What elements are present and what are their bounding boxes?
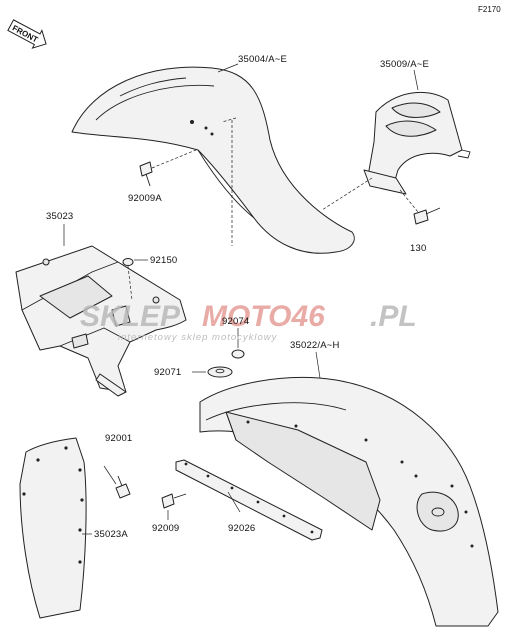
bolt-92009[interactable] [161,493,187,509]
watermark-brand-grey: SKLEP [80,300,181,333]
watermark-brand-red: MOTO46 [202,300,325,333]
leader-line [103,465,117,485]
label-35009[interactable]: 35009/A~E [380,59,429,70]
label-35022[interactable]: 35022/A~H [290,340,340,351]
fender-mount-hole [294,424,298,428]
fender-mount-hole [400,460,404,464]
washer-92071[interactable] [207,366,233,378]
leader-line [315,351,321,379]
label-92150[interactable]: 92150 [150,255,177,266]
mount-grommet [42,258,50,266]
strap-92026[interactable] [175,459,323,541]
label-92009[interactable]: 92009 [152,523,179,534]
label-92001[interactable]: 92001 [105,433,132,444]
label-35004[interactable]: 35004/A~E [238,54,287,65]
nut-92150[interactable] [122,258,134,301]
bolt-92009A[interactable] [139,161,153,187]
grommet-92074[interactable] [231,349,245,359]
label-92009A[interactable]: 92009A [128,193,162,204]
front-fender-axis-line [221,117,237,123]
label-35023A[interactable]: 35023A [94,529,128,540]
front-fender-35004[interactable] [71,66,355,254]
fender-bracket-35009[interactable] [363,91,471,195]
watermark-domain: .PL [370,300,417,333]
mud-flap-35023A[interactable] [19,437,87,619]
fender-mount-hole [190,120,194,124]
label-92074[interactable]: 92074 [222,316,249,327]
mount-grommet [152,296,160,304]
leader-line [227,491,241,513]
label-92071[interactable]: 92071 [154,367,181,378]
figure-code: F2170 [478,5,501,14]
bolt-axis-line [151,149,197,169]
fender-mount-hole [210,132,214,136]
bolt-92001[interactable] [115,475,131,499]
label-130[interactable]: 130 [410,243,426,254]
bracket-axis-line [321,177,373,211]
rear-fender-35022[interactable] [199,377,499,627]
rear-inner-fender-35023[interactable] [15,245,187,397]
leader-line [413,69,419,91]
fender-mount-hole [246,420,250,424]
watermark-subtitle: internetowy sklep motocyklowy [118,332,278,343]
watermark: SKLEP MOTO46 .PL internetowy sklep motoc… [80,300,417,343]
fender-mount-hole [450,484,454,488]
label-35023[interactable]: 35023 [46,211,73,222]
label-92026[interactable]: 92026 [228,523,255,534]
fender-mount-hole [464,510,468,514]
fender-mount-hole [470,544,474,548]
front-direction-arrow: FRONT [7,19,47,49]
bolt-130[interactable] [413,207,441,225]
fender-mount-hole [204,126,208,130]
leader-line [217,63,239,73]
fender-mount-hole [414,474,418,478]
fender-mount-hole [364,438,368,442]
